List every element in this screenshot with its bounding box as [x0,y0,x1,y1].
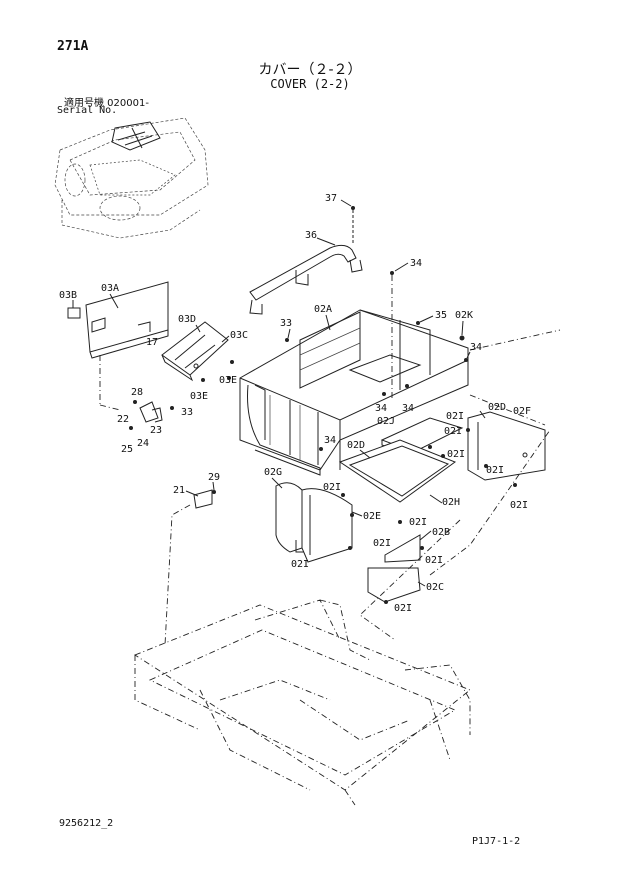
screw-02I-h [350,513,354,517]
nut-02K [459,335,465,341]
drawing-number: 9256212_2 [59,818,114,829]
callout-02I-a: 02I [446,411,464,422]
handrail-36 [249,244,363,315]
callout-02K: 02K [455,310,473,321]
callout-02I-b: 02I [486,465,504,476]
callout-02I-d: 02I [447,449,465,460]
screw-02I-k [420,546,424,550]
bracket-03D [161,321,229,382]
callout-02F: 02F [513,406,531,417]
callout-34-right: 34 [470,342,482,353]
callout-03E-left: 03E [190,391,208,402]
title-japanese: カバー（２-２） [258,62,362,78]
screw-02I-f [484,464,488,468]
screw-02I-g [513,483,517,487]
page-reference: P1J7-1-2 [472,836,521,847]
callout-02I-e: 02I [323,482,341,493]
callout-02I-i: 02I [425,555,443,566]
leader-lines [72,199,486,587]
screw-03E [201,378,205,382]
callout-02I-f: 02I [409,517,427,528]
callout-02B: 02B [432,527,450,538]
screw-02I-d [428,445,432,449]
callout-34-a: 34 [375,403,387,414]
callout-29: 29 [208,472,220,483]
callout-02D-lower: 02D [347,440,365,451]
title-english: COVER (2-2) [270,77,350,91]
screw-02I-a [466,428,470,432]
side-panel-02F [467,411,546,481]
callout-37: 37 [325,193,337,204]
callout-34-top: 34 [410,258,422,269]
callout-02I-h: 02I [291,559,309,570]
callout-02I-j: 02I [394,603,412,614]
screw-02I-j [348,546,352,550]
callout-02A: 02A [314,304,332,315]
callout-35: 35 [435,310,447,321]
callout-02G: 02G [264,467,282,478]
callout-21: 21 [173,485,185,496]
screw-02I-l [384,600,388,604]
callout-24: 24 [137,438,149,449]
screw-34-a [382,392,386,396]
callout-03C: 03C [230,330,248,341]
screw-35 [416,321,420,325]
machine-frame [134,599,471,806]
screw-03C [230,360,234,364]
callout-02E: 02E [363,511,381,522]
callout-02H: 02H [442,497,460,508]
serial-label-english: Serial No. [57,105,118,116]
screw-34-c [319,447,323,451]
callout-03E-right: 03E [219,375,237,386]
callout-23: 23 [150,425,162,436]
serial-label-japanese: 適用号機 020001- [64,98,149,109]
callout-33-latch: 33 [181,407,193,418]
panel-03A [85,281,169,359]
screw-34-top [390,271,394,275]
screw-34-right [464,358,468,362]
callout-02C: 02C [426,582,444,593]
callout-33-cover: 33 [280,318,292,329]
screw-33-cover [285,338,289,342]
screw-02I-c [441,454,445,458]
callout-34-c: 34 [324,435,336,446]
callout-02D: 02D [488,402,506,413]
callout-03D: 03D [178,314,196,325]
callout-02I-g: 02I [373,538,391,549]
callout-22: 22 [117,414,129,425]
label-03B [67,307,81,319]
callout-03B: 03B [59,290,77,301]
callout-17: 17 [146,337,158,348]
bracket-21 [193,489,213,509]
plate-02C [367,567,421,603]
callout-28: 28 [131,387,143,398]
machine-overview-sketch [54,117,209,239]
plate-02B [384,534,421,563]
callout-02I-c: 02I [444,426,462,437]
page-code: 271A [57,39,89,54]
latch-assembly [129,400,174,430]
plate-02H [338,439,457,503]
bolt-37 [351,206,355,210]
callout-25: 25 [121,444,133,455]
bolt-29 [212,490,216,494]
callout-34-b: 34 [402,403,414,414]
screw-34-b [405,384,409,388]
screw-02I-i [398,520,402,524]
callout-02I-k: 02I [510,500,528,511]
callout-02J: 02J [377,416,395,427]
screw-03E-b [227,376,231,380]
callout-labels: 37 36 34 35 02K 34 03B 03A 03D 03C 17 03… [59,193,531,614]
screw-02I-e [341,493,345,497]
callout-03A: 03A [101,283,119,294]
panel-02G [275,482,353,563]
cover-02A [239,309,469,476]
callout-36: 36 [305,230,317,241]
